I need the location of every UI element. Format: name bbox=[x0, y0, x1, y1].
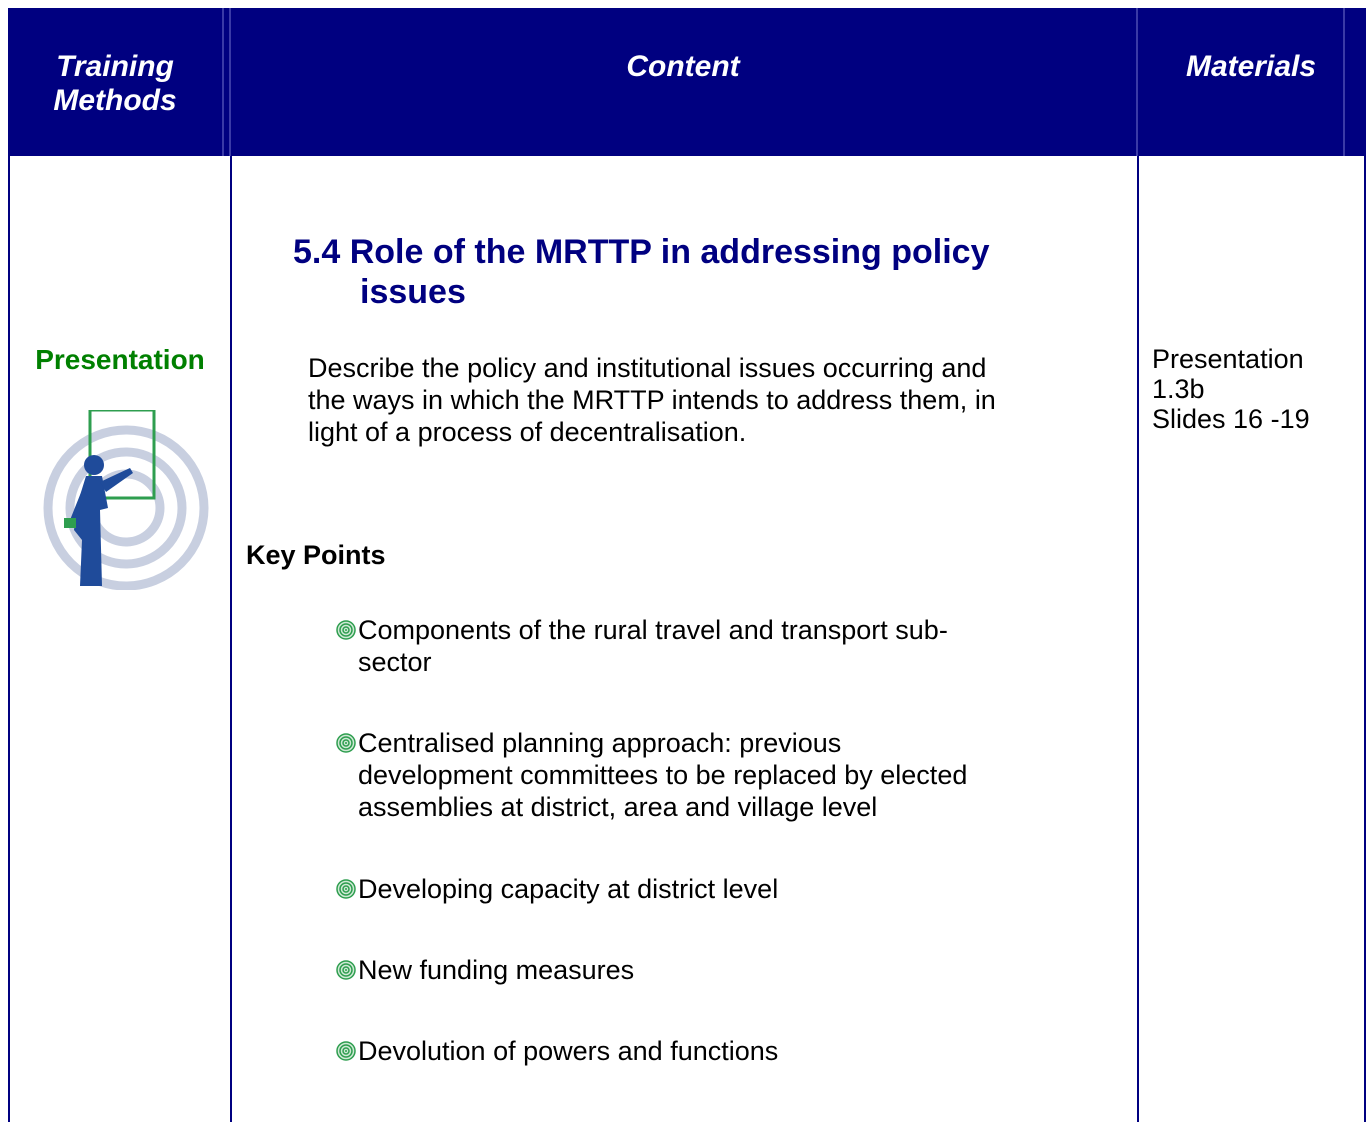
header-divider bbox=[1136, 8, 1138, 156]
header-materials: Materials bbox=[1185, 50, 1317, 83]
key-point-line: New funding measures bbox=[358, 955, 635, 985]
target-bullet-icon bbox=[336, 879, 356, 899]
header-content: Content bbox=[626, 50, 740, 83]
target-bullet-icon bbox=[336, 960, 356, 980]
key-point-item: Components of the rural travel and trans… bbox=[358, 614, 1108, 678]
key-point-item: Devolution of powers and functions bbox=[358, 1035, 1108, 1067]
header-training-methods-line2: Methods bbox=[53, 84, 177, 117]
materials-line: 1.3b bbox=[1152, 374, 1205, 404]
column-border-right bbox=[1364, 156, 1366, 1122]
header-divider bbox=[1343, 8, 1345, 156]
key-point-line: Devolution of powers and functions bbox=[358, 1036, 779, 1066]
key-point-line: development committees to be replaced by… bbox=[358, 760, 968, 790]
column-border-methods bbox=[230, 156, 232, 1122]
training-method-label: Presentation bbox=[35, 344, 205, 375]
section-title: 5.4 Role of the MRTTP in addressing poli… bbox=[293, 232, 1093, 312]
presenter-icon bbox=[43, 410, 209, 590]
section-title-line1: 5.4 Role of the MRTTP in addressing poli… bbox=[293, 233, 990, 271]
key-point-item: Developing capacity at district level bbox=[358, 873, 1108, 905]
header-training-methods: Training Methods bbox=[8, 50, 222, 118]
key-point-line: Developing capacity at district level bbox=[358, 874, 779, 904]
materials-line: Presentation bbox=[1152, 344, 1304, 374]
key-point-item: Centralised planning approach: previous … bbox=[358, 727, 1108, 823]
column-border-left bbox=[8, 156, 10, 1122]
target-bullet-icon bbox=[336, 733, 356, 753]
section-title-line2: issues bbox=[360, 273, 466, 311]
target-bullet-icon bbox=[336, 1041, 356, 1061]
description-line: light of a process of decentralisation. bbox=[308, 417, 747, 447]
key-point-line: Centralised planning approach: previous bbox=[358, 728, 842, 758]
key-point-item: New funding measures bbox=[358, 954, 1108, 986]
header-training-methods-line1: Training bbox=[56, 50, 174, 83]
header-divider bbox=[222, 8, 224, 156]
key-point-line: assemblies at district, area and village… bbox=[358, 792, 878, 822]
materials-cell: Presentation 1.3b Slides 16 -19 bbox=[1152, 344, 1362, 434]
key-point-line: Components of the rural travel and trans… bbox=[358, 615, 948, 645]
key-points-heading: Key Points bbox=[246, 540, 386, 570]
materials-line: Slides 16 -19 bbox=[1152, 404, 1310, 434]
description-line: the ways in which the MRTTP intends to a… bbox=[308, 385, 996, 415]
section-description: Describe the policy and institutional is… bbox=[308, 352, 1108, 448]
header-divider bbox=[229, 8, 231, 156]
key-point-line: sector bbox=[358, 647, 432, 677]
column-border-content bbox=[1137, 156, 1139, 1122]
table-header: Training Methods Content Materials bbox=[8, 8, 1366, 156]
description-line: Describe the policy and institutional is… bbox=[308, 353, 987, 383]
target-bullet-icon bbox=[336, 620, 356, 640]
